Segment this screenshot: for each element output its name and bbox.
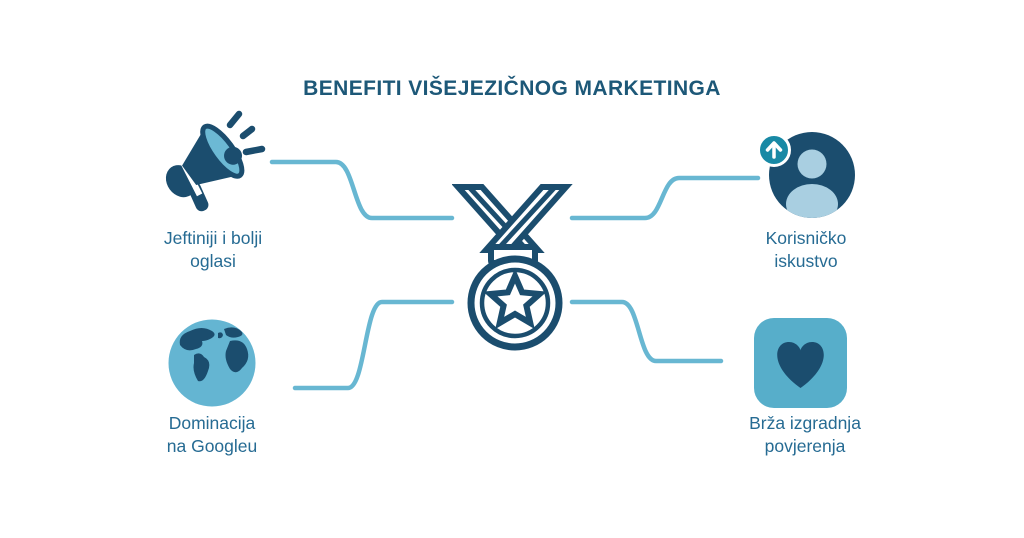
benefit-label-line: iskustvo (774, 251, 838, 271)
connector-top-right (569, 175, 761, 221)
benefit-label-line: povjerenja (764, 436, 846, 456)
benefit-label-line: Brža izgradnja (749, 413, 861, 433)
connector-bottom-left (292, 299, 455, 391)
benefit-label-google: Dominacija na Googleu (102, 412, 322, 458)
benefit-label-trust: Brža izgradnja povjerenja (695, 412, 915, 458)
benefit-label-line: na Googleu (166, 436, 258, 456)
connector-top-left (269, 159, 455, 221)
benefit-label-ux: Korisničko iskustvo (696, 227, 916, 273)
user-profile-icon (757, 132, 855, 218)
benefit-label-ads: Jeftiniji i bolji oglasi (103, 227, 323, 273)
benefit-label-line: Jeftiniji i bolji (163, 228, 263, 248)
connector-bottom-right (569, 299, 724, 364)
heart-icon (754, 318, 847, 408)
up-arrow-badge-icon (757, 133, 791, 167)
megaphone-icon (165, 110, 266, 212)
benefit-label-line: Dominacija (168, 413, 256, 433)
globe-icon (168, 319, 256, 407)
benefit-label-line: oglasi (190, 251, 236, 271)
sound-waves-icon (226, 110, 266, 156)
page-title: BENEFITI VIŠEJEZIČNOG MARKETINGA (303, 77, 721, 100)
benefit-label-line: Korisničko (765, 228, 847, 248)
medal-icon (452, 184, 573, 351)
